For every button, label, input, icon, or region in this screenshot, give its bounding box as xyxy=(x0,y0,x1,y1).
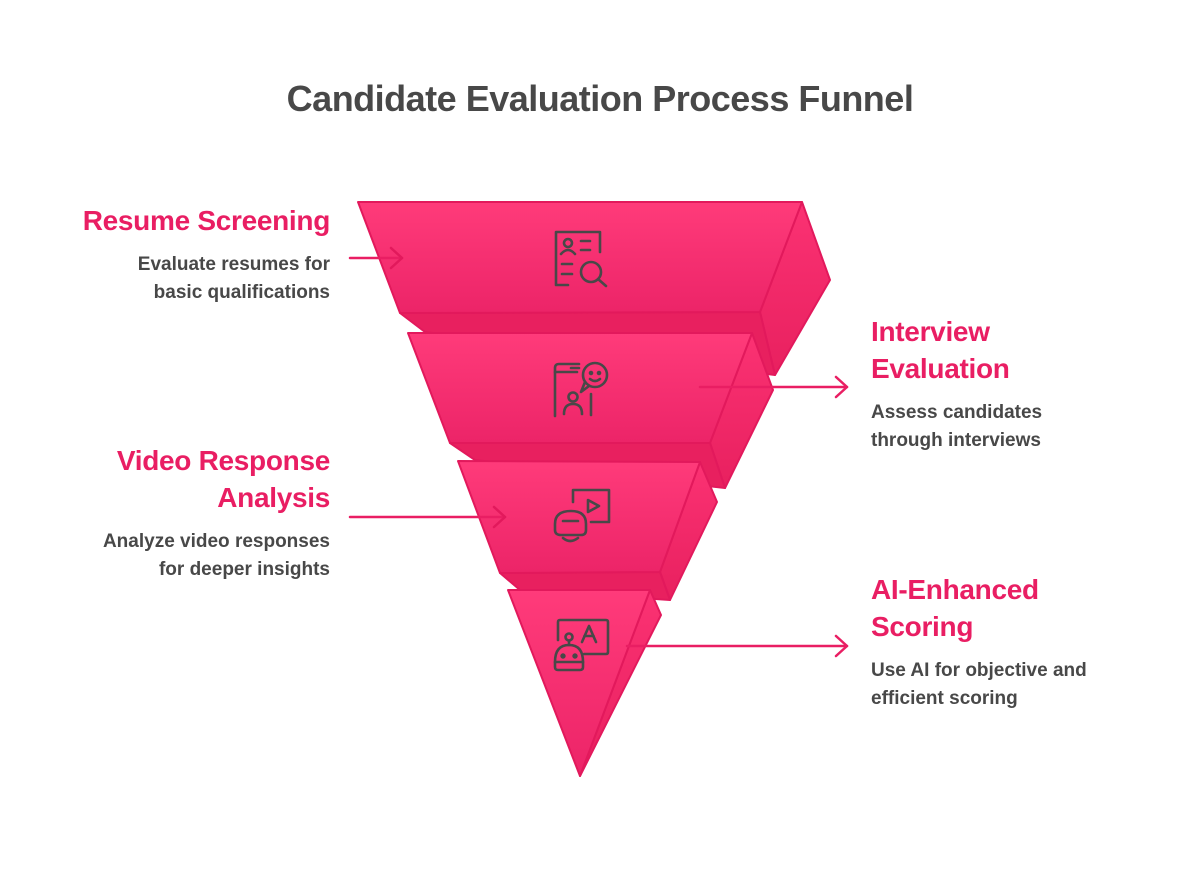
stage-label-interview-evaluation: Interview Evaluation Assess candidates t… xyxy=(871,313,1171,455)
resume-search-icon xyxy=(554,230,608,288)
funnel-layer-4 xyxy=(507,589,662,777)
stage-heading: Interview Evaluation xyxy=(871,313,1171,387)
stage-description-line: Assess candidates xyxy=(871,402,1043,423)
stage-description: Analyze video responses for deeper insig… xyxy=(30,528,330,584)
connector-arrow-3 xyxy=(348,505,507,529)
stage-description: Evaluate resumes for basic qualification… xyxy=(30,251,330,307)
stage-heading-line: AI-Enhanced xyxy=(871,574,1039,605)
stage-label-ai-enhanced-scoring: AI-Enhanced Scoring Use AI for objective… xyxy=(871,571,1191,713)
stage-label-resume-screening: Resume Screening Evaluate resumes for ba… xyxy=(30,202,331,307)
stage-description-line: Analyze video responses xyxy=(102,531,330,552)
stage-description-line: through interviews xyxy=(871,430,1041,451)
connector-arrow-4 xyxy=(625,634,849,658)
stage-description-line: efficient scoring xyxy=(871,688,1018,709)
connector-arrow-1 xyxy=(348,246,404,270)
stage-heading-line: Analysis xyxy=(217,482,330,513)
diagram-title: Candidate Evaluation Process Funnel xyxy=(286,78,914,119)
stage-heading-line: Interview xyxy=(871,316,990,347)
stage-heading-line: Resume Screening xyxy=(82,205,331,236)
stage-heading-line: Video Response xyxy=(116,445,330,476)
stage-label-video-response-analysis: Video Response Analysis Analyze video re… xyxy=(30,442,330,584)
layer-2-front xyxy=(407,332,753,444)
stage-heading: Video Response Analysis xyxy=(30,442,330,516)
layer-3-front xyxy=(457,460,701,574)
funnel-layer-3 xyxy=(457,460,718,601)
stage-heading-line: Evaluation xyxy=(871,353,1010,384)
vr-video-icon xyxy=(553,488,611,543)
stage-description: Assess candidates through interviews xyxy=(871,399,1171,455)
stage-description-line: Use AI for objective and xyxy=(871,660,1087,681)
stage-description-line: Evaluate resumes for xyxy=(137,254,330,275)
connector-arrow-2 xyxy=(698,375,849,399)
stage-description: Use AI for objective and efficient scori… xyxy=(871,657,1191,713)
layer-1-front xyxy=(357,201,803,314)
stage-heading: Resume Screening xyxy=(30,202,331,239)
video-interview-icon xyxy=(553,361,609,418)
stage-heading-line: Scoring xyxy=(871,611,974,642)
layer-4-front xyxy=(507,589,651,777)
stage-description-line: for deeper insights xyxy=(158,559,330,580)
ai-robot-icon xyxy=(553,618,610,672)
stage-description-line: basic qualifications xyxy=(153,282,330,303)
stage-heading: AI-Enhanced Scoring xyxy=(871,571,1191,645)
